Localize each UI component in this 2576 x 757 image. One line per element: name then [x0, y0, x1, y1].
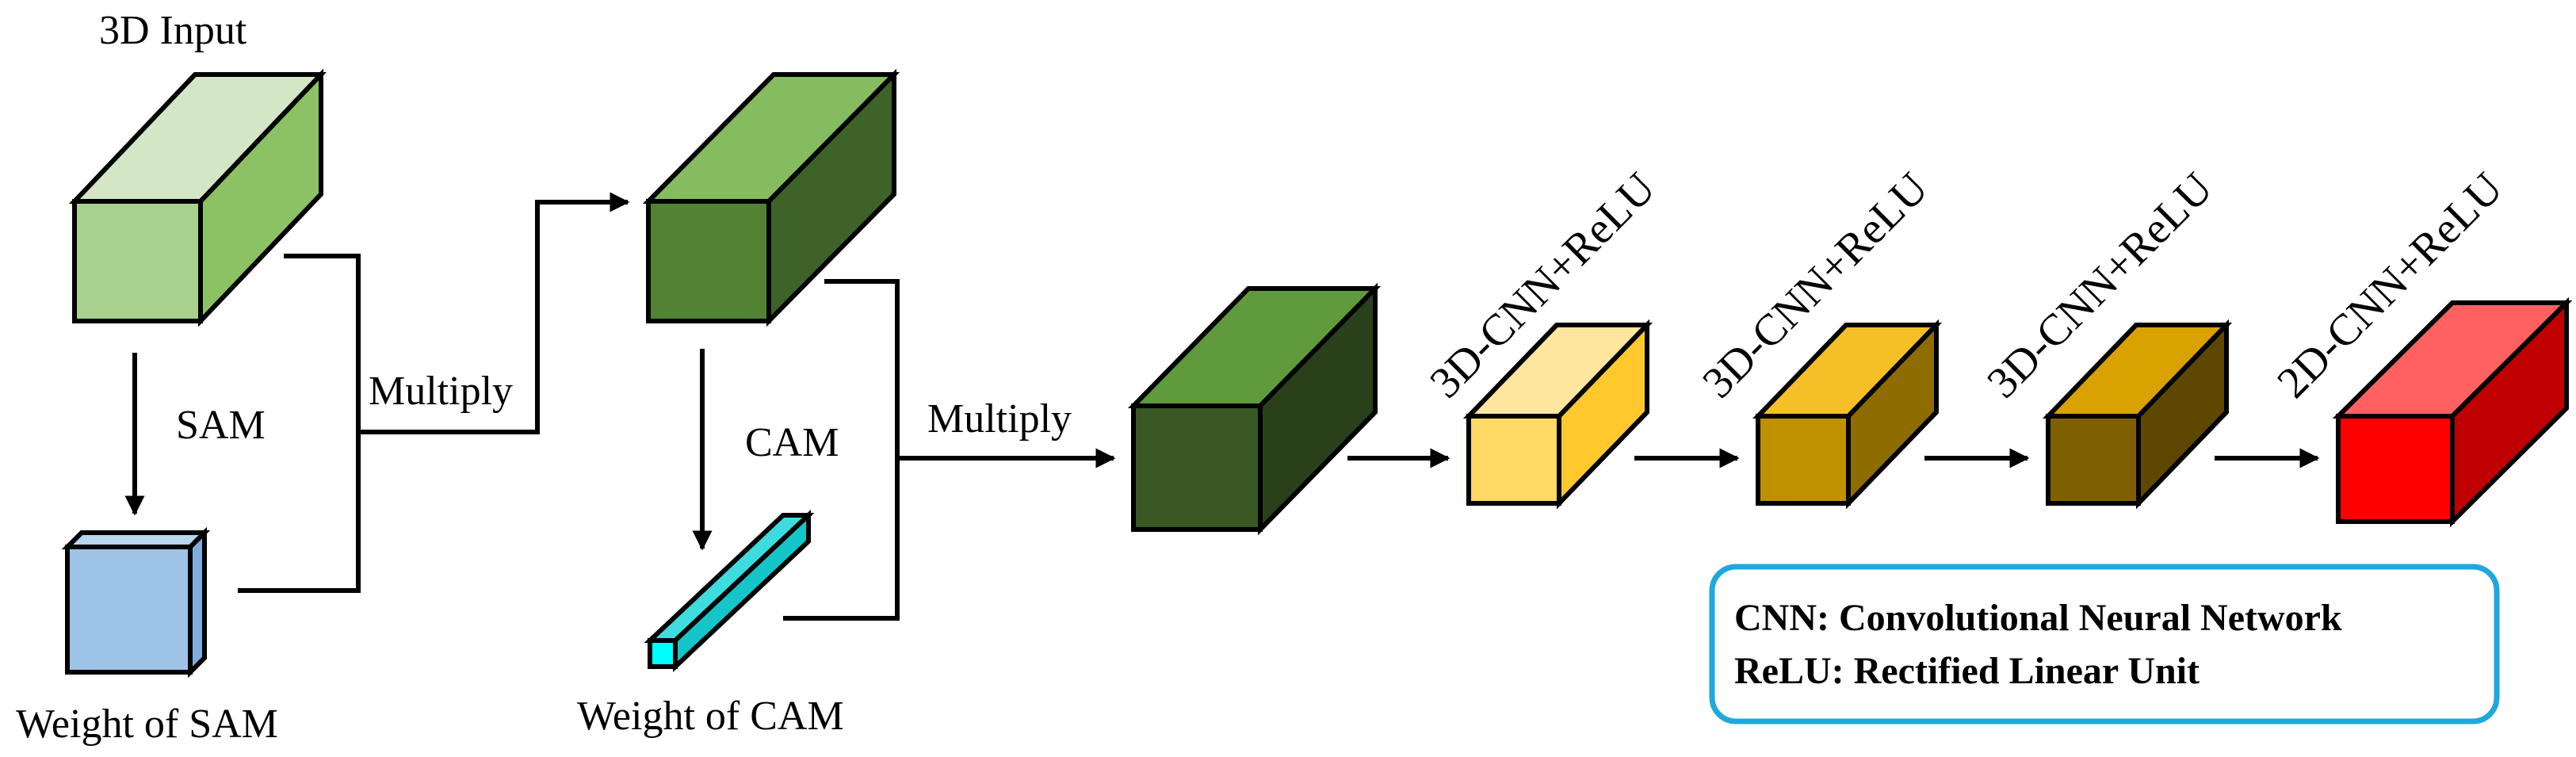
cam-weight-bar-side	[673, 510, 811, 672]
conv-layer-3-cube	[2042, 319, 2233, 510]
cam-weight-bar	[644, 510, 815, 672]
legend-box: CNN: Convolutional Neural Network ReLU: …	[1709, 564, 2500, 725]
weight-of-cam-label: Weight of CAM	[577, 694, 844, 739]
multiply-1-connector	[238, 254, 361, 593]
conv-layer-2-cube	[1752, 319, 1943, 510]
multiply-2-connector	[783, 279, 900, 621]
conv-layer-2-cube-front	[1756, 414, 1851, 506]
conv-layer-4-cube	[2332, 296, 2573, 528]
conv-layer-1-cube	[1462, 319, 1653, 510]
input-cube-front	[72, 199, 203, 323]
sam-weight-cube-front	[65, 545, 193, 675]
cam-weight-bar-front	[648, 638, 678, 669]
legend-border	[1709, 564, 2500, 725]
cam-weight-bar-top	[644, 513, 815, 643]
input-cube	[69, 68, 327, 327]
legend-line-cnn: CNN: Convolutional Neural Network	[1734, 597, 2342, 639]
attended-feature-cube-front	[1131, 403, 1263, 532]
conv-layer-3-cube-front	[2046, 414, 2141, 506]
multiplied-feature-cube	[642, 68, 900, 327]
multiply-1-label: Multiply	[369, 369, 513, 414]
attended-feature-cube	[1127, 282, 1382, 536]
multiplied-feature-cube-front	[646, 199, 771, 323]
multiply-1-arrow	[358, 192, 630, 434]
cam-label: CAM	[745, 420, 839, 465]
sam-weight-cube	[61, 526, 211, 679]
legend-line-relu: ReLU: Rectified Linear Unit	[1734, 650, 2200, 692]
sam-label: SAM	[176, 403, 266, 448]
conv-layer-4-cube-front	[2336, 414, 2455, 524]
input-label: 3D Input	[99, 8, 247, 53]
conv-layer-1-cube-front	[1466, 414, 1561, 506]
weight-of-sam-label: Weight of SAM	[16, 702, 278, 747]
multiply-2-label: Multiply	[927, 396, 1072, 442]
